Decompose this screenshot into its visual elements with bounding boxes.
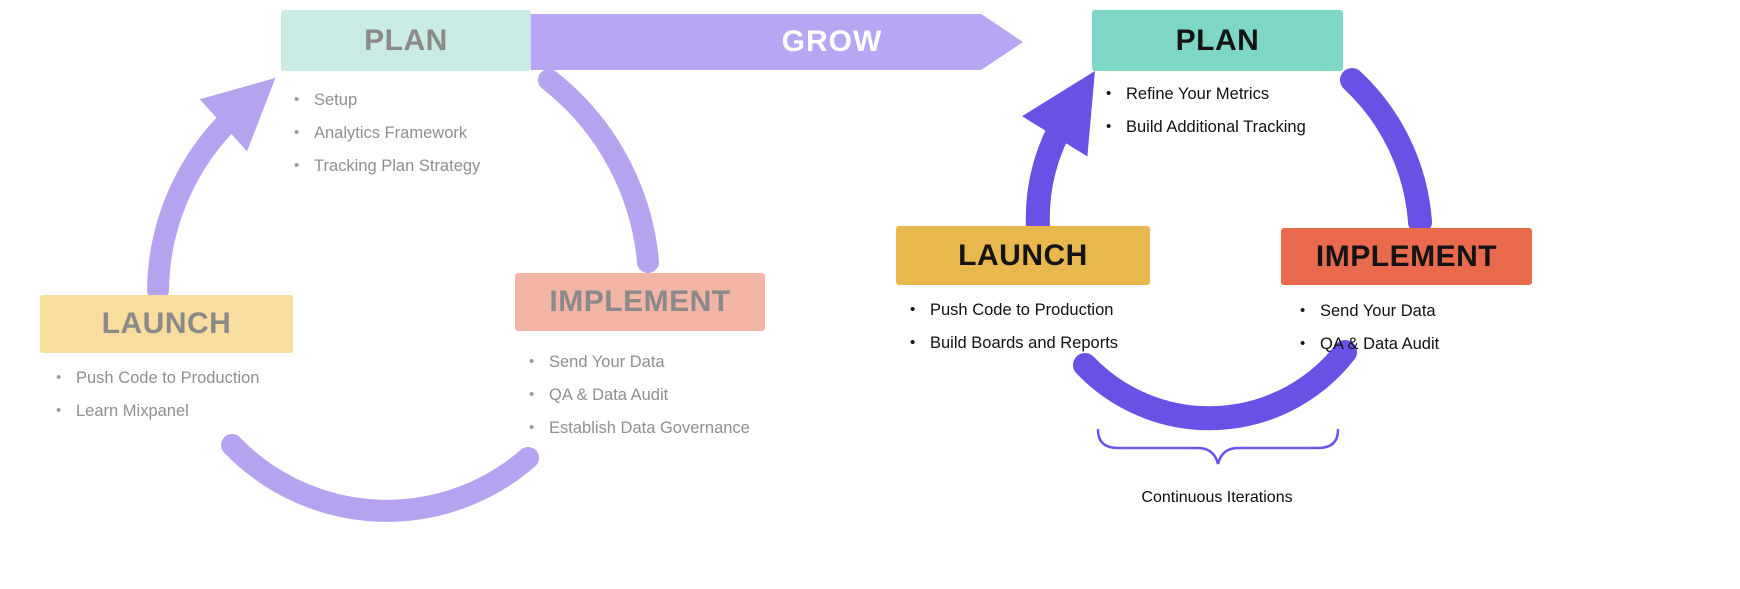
right-implement-list: Send Your Data QA & Data Audit xyxy=(1298,301,1439,367)
right-implement-label: IMPLEMENT xyxy=(1315,239,1498,273)
left-arc-launch-to-plan xyxy=(147,77,276,301)
list-item: QA & Data Audit xyxy=(527,385,750,405)
list-item: Build Additional Tracking xyxy=(1104,117,1306,137)
left-plan-box: PLAN xyxy=(281,10,531,71)
continuous-iterations-caption: Continuous Iterations xyxy=(1141,489,1293,506)
grow-arrow: GROW xyxy=(531,14,1023,70)
left-plan-label: PLAN xyxy=(364,23,448,57)
list-item: Send Your Data xyxy=(1298,301,1439,321)
grow-arrow-label: GROW xyxy=(781,25,883,58)
list-item: Build Boards and Reports xyxy=(908,333,1118,353)
right-plan-list: Refine Your Metrics Build Additional Tra… xyxy=(1104,84,1306,150)
continuous-iterations-brace xyxy=(1096,428,1340,465)
left-implement-label: IMPLEMENT xyxy=(549,285,731,318)
right-arc-plan-to-implement xyxy=(1340,68,1432,234)
right-plan-box: PLAN xyxy=(1092,10,1343,71)
left-implement-list: Send Your Data QA & Data Audit Establish… xyxy=(527,352,750,451)
left-arc-plan-to-implement xyxy=(538,69,659,273)
right-launch-label: LAUNCH xyxy=(958,238,1088,272)
right-plan-label: PLAN xyxy=(1175,23,1260,57)
list-item: Analytics Framework xyxy=(292,123,480,143)
right-implement-box: IMPLEMENT xyxy=(1281,228,1532,285)
list-item: Refine Your Metrics xyxy=(1104,84,1306,104)
left-launch-list: Push Code to Production Learn Mixpanel xyxy=(54,368,259,434)
list-item: Push Code to Production xyxy=(908,300,1118,320)
list-item: Tracking Plan Strategy xyxy=(292,156,480,176)
right-launch-list: Push Code to Production Build Boards and… xyxy=(908,300,1118,366)
list-item: Learn Mixpanel xyxy=(54,401,259,421)
left-arc-implement-to-launch xyxy=(221,434,539,522)
list-item: Push Code to Production xyxy=(54,368,259,388)
right-arc-implement-to-launch xyxy=(1073,340,1357,431)
list-item: Setup xyxy=(292,90,480,110)
left-implement-box: IMPLEMENT xyxy=(515,273,765,331)
list-item: Establish Data Governance xyxy=(527,418,750,438)
right-arc-launch-to-plan xyxy=(1021,70,1095,238)
left-plan-list: Setup Analytics Framework Tracking Plan … xyxy=(292,90,480,189)
list-item: Send Your Data xyxy=(527,352,750,372)
list-item: QA & Data Audit xyxy=(1298,334,1439,354)
left-launch-box: LAUNCH xyxy=(40,295,293,353)
left-launch-label: LAUNCH xyxy=(101,307,232,340)
right-launch-box: LAUNCH xyxy=(896,226,1150,285)
